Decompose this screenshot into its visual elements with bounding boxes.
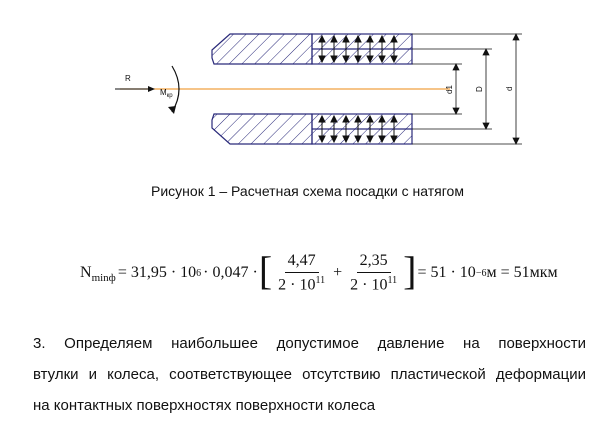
paragraph-line: втулки и колеса, соответствующее отсутст… — [33, 366, 586, 383]
force-arrow-head — [148, 86, 155, 92]
figure-caption: Рисунок 1 – Расчетная схема посадки с на… — [151, 183, 464, 199]
formula-lhs: N — [80, 264, 92, 282]
right-bracket: ] — [403, 248, 417, 294]
formula-exp1: 6 — [196, 267, 202, 279]
paragraph: 3. Определяем наибольшее допустимое давл… — [33, 328, 586, 421]
formula-lhs-sub: minф — [91, 272, 116, 285]
pressure-arrows-bottom — [318, 114, 398, 144]
dim-label-d1: d1 — [445, 85, 454, 94]
moment-label: Mкр — [160, 88, 173, 99]
pressure-arrows-top — [318, 34, 398, 64]
formula-rhs: = 51 · 10 — [417, 264, 476, 282]
dimension-lines — [412, 33, 522, 145]
force-label: R — [125, 74, 131, 83]
formula-eq1: = 31,95 · 10 — [117, 264, 197, 282]
fraction-2-denominator: 2 · 1011 — [350, 275, 398, 294]
fraction-1-numerator: 4,47 — [284, 252, 319, 273]
dim-label-D: D — [475, 86, 484, 92]
formula-rhs-unit: м = 51мкм — [486, 264, 558, 282]
formula-rhs-exp: −6 — [475, 267, 487, 279]
fit-diagram: R Mкр d1 D d — [115, 33, 522, 145]
fraction-2: 2,35 2 · 1011 — [347, 252, 400, 294]
formula: N minф = 31,95 · 10 6 · 0,047 · [ 4,47 2… — [80, 248, 558, 294]
shaft-top — [211, 33, 313, 65]
fraction-1: 4,47 2 · 1011 — [275, 252, 328, 294]
dim-label-d: d — [505, 87, 514, 91]
shaft-bottom — [211, 113, 313, 145]
paragraph-line: 3. Определяем наибольшее допустимое давл… — [33, 335, 586, 352]
fraction-1-denominator: 2 · 1011 — [278, 275, 326, 294]
moment-arrow-head — [168, 106, 176, 114]
paragraph-line: на контактных поверхностях поверхности к… — [33, 397, 376, 414]
plus-sign: + — [333, 264, 343, 282]
formula-mid: · 0,047 · — [203, 264, 258, 282]
fraction-2-numerator: 2,35 — [356, 252, 391, 273]
left-bracket: [ — [258, 248, 273, 294]
